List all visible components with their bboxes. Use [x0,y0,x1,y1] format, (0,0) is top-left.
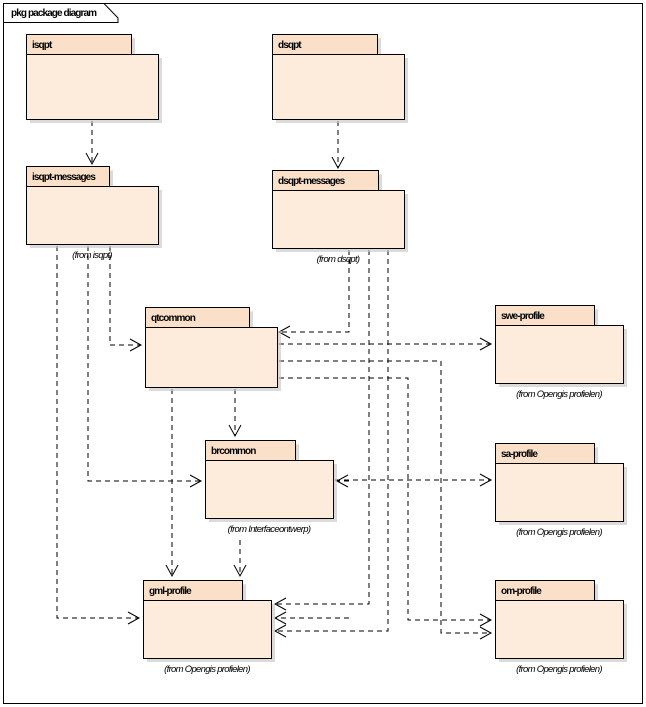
package-from-label: (from Opengis profielen) [516,527,602,538]
dependency-arrowhead [331,156,345,170]
dependency-layer [56,121,493,640]
package-body[interactable] [495,600,624,659]
package-name: swe-profile [501,311,545,322]
package-sa-profile[interactable]: sa-profile (from Opengis profielen) [495,443,628,539]
package-body[interactable] [495,325,624,384]
dep-brcommon-left-in [335,474,349,488]
dep-om-to-gml-profile [273,611,349,625]
package-body[interactable] [205,460,334,519]
package-body[interactable] [145,327,278,388]
package-body[interactable] [495,463,624,522]
dep-isqpt-messages-to-gml-profile [56,246,141,625]
package-header[interactable] [26,34,132,55]
package-from-label: (from isqpt) [72,250,112,261]
dep-brcommon-to-gml-profile [233,540,247,578]
package-header[interactable] [272,170,379,191]
dep-branch-to-om-profile [440,548,493,640]
package-header[interactable] [495,580,595,601]
dep-qtcommon-to-brcommon [228,389,242,438]
dep-dsqpt-messages-b-to-gml-profile [273,250,370,611]
dependency-arrowhead [479,626,493,640]
dep-isqpt-to-isqpt-messages [85,121,99,166]
package-brcommon[interactable]: brcommon (from Interfaceontwerp) [205,440,338,536]
package-name: brcommon [211,446,256,457]
package-dsqpt[interactable]: dsqpt [272,34,409,124]
package-body[interactable] [272,190,405,249]
dep-isqpt-messages-to-qtcommon [109,246,143,352]
dependency-arrowhead [228,424,242,438]
dependency-arrowhead [479,337,493,351]
dep-dsqpt-to-dsqpt-messages [331,121,345,170]
package-name: dsqpt [278,40,302,51]
package-name: dsqpt-messages [278,176,346,187]
package-from-label: (from Opengis profielen) [164,664,250,675]
package-gml-profile[interactable]: gml-profile (from Opengis profielen) [143,580,276,676]
package-header[interactable] [26,166,110,187]
package-header[interactable] [495,305,595,326]
package-header[interactable] [145,307,250,328]
package-isqpt-messages[interactable]: isqpt-messages (from isqpt) [26,166,163,262]
dependency-arrowhead [127,611,141,625]
package-from-label: (from Interfaceontwerp) [228,524,311,535]
dependency-arrowhead [129,338,143,352]
package-header[interactable] [272,34,378,55]
package-swe-profile[interactable]: swe-profile (from Opengis profielen) [495,305,628,401]
package-name: gml-profile [149,586,192,597]
package-body[interactable] [26,54,159,120]
dependency-arrowhead [479,613,493,627]
package-layer: isqpt dsqpt isqpt-messages (from isqpt) dsqp… [26,34,628,676]
diagram-frame: pkg package diagram [3,3,643,704]
package-header[interactable] [205,440,296,461]
dep-qtcommon-to-swe-profile-2 [279,360,442,548]
package-from-label: (from Opengis profielen) [516,664,602,675]
dependency-arrowhead [189,474,203,488]
package-qtcommon[interactable]: qtcommon [145,307,282,392]
dep-brcommon-to-sa-profile [335,473,493,487]
package-name: qtcommon [151,313,196,324]
package-name: sa-profile [501,449,538,460]
dep-qtcommon-to-gml-profile [165,389,179,578]
diagram-title: pkg package diagram [11,8,97,19]
package-body[interactable] [272,54,405,120]
package-from-label: (from Opengis profielen) [516,389,602,400]
dependency-arrowhead [165,564,179,578]
package-om-profile[interactable]: om-profile (from Opengis profielen) [495,580,628,676]
dependency-arrowhead [85,152,99,166]
package-isqpt[interactable]: isqpt [26,34,163,124]
package-header[interactable] [495,443,595,464]
dependency-arrowhead [479,473,493,487]
dep-qtcommon-to-om-profile [279,377,493,627]
package-name: isqpt [32,40,53,51]
package-name: om-profile [501,586,542,597]
package-header[interactable] [143,580,243,601]
dep-isqpt-messages-to-brcommon [87,246,203,488]
dependency-arrowhead [233,564,247,578]
package-name: isqpt-messages [32,172,96,183]
package-from-label: (from dsqpt) [317,254,360,265]
package-body[interactable] [143,600,272,659]
package-dsqpt-messages[interactable]: dsqpt-messages (from dsqpt) [272,170,409,266]
package-body[interactable] [26,186,159,245]
dep-dsqpt-messages-to-swe-profile [279,337,493,351]
